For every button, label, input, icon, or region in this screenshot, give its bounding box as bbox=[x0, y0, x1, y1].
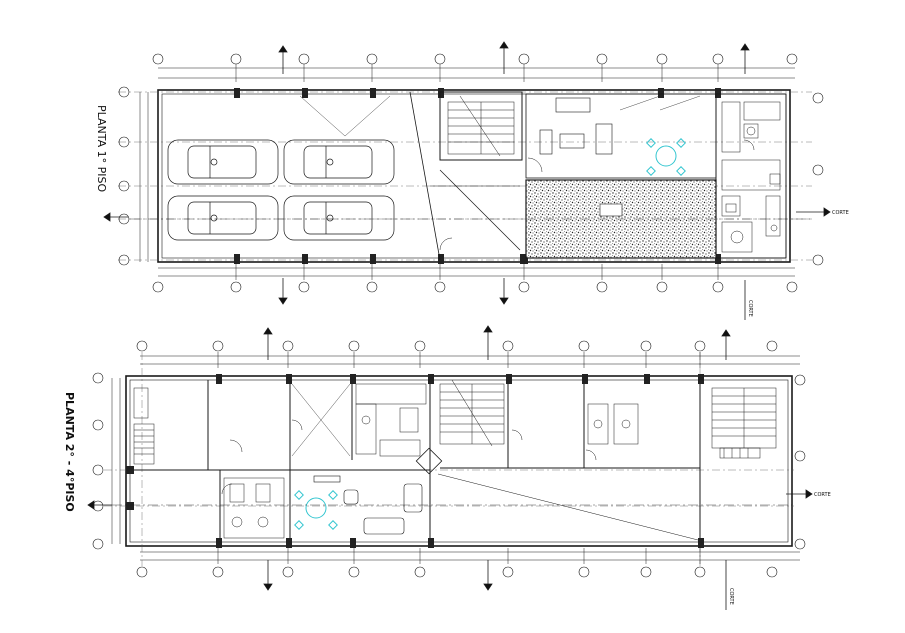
plan-second-fourth-floor-section-label: CORTE bbox=[814, 492, 831, 498]
plan-first-floor-section-label: CORTE bbox=[832, 210, 849, 216]
plan-second-fourth-floor-title: PLANTA 2° - 4°PISO bbox=[63, 392, 76, 512]
plan-first-floor bbox=[103, 41, 831, 320]
plan-first-floor-section-label-vertical: CORTE bbox=[747, 300, 753, 317]
plan-first-floor-title: PLANTA 1° PISO bbox=[95, 105, 108, 193]
plan-second-fourth-floor-section-label-vertical: CORTE bbox=[728, 588, 734, 605]
plan-second-fourth-floor bbox=[87, 325, 813, 610]
